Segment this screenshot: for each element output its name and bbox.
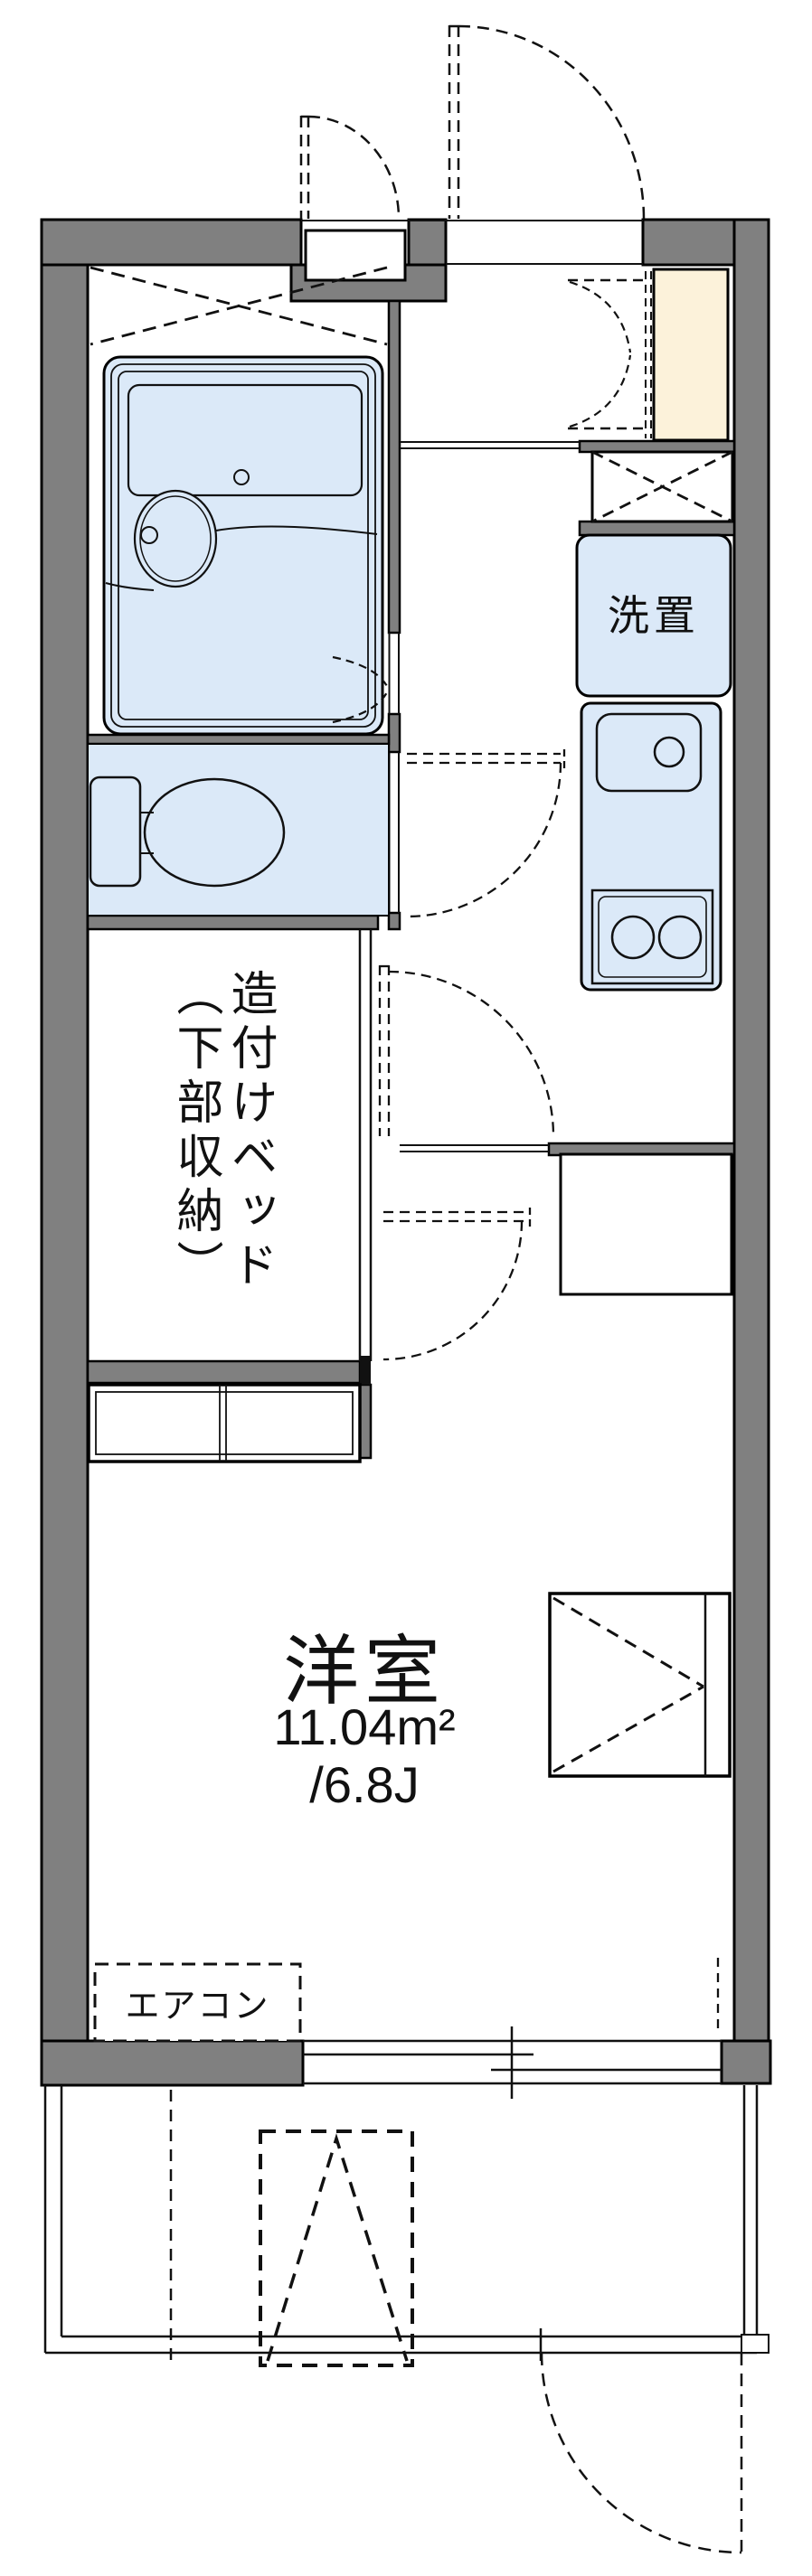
kitchen-column bbox=[568, 268, 734, 992]
washer-space-label: 洗置 bbox=[608, 592, 700, 639]
stove-burner-left-icon bbox=[610, 915, 656, 960]
room-name-label: 洋室 bbox=[282, 1629, 446, 1714]
bath-floor-line bbox=[105, 582, 155, 591]
bath-counter-line bbox=[215, 525, 378, 535]
stove-burner-right-icon bbox=[657, 915, 703, 960]
balcony-gate-swing bbox=[540, 2352, 743, 2554]
kitchen-sink bbox=[595, 712, 703, 793]
bath-folding-door-icon bbox=[332, 655, 389, 724]
washbasin bbox=[133, 489, 218, 588]
washing-machine-space bbox=[575, 533, 732, 698]
toilet-tank bbox=[89, 776, 142, 888]
built-in-bed-label-line1: 造付けベッド bbox=[223, 969, 276, 1294]
sliding-window bbox=[303, 2026, 722, 2099]
meter-box-cross-icon bbox=[591, 450, 733, 523]
room-tatami-label: /6.8J bbox=[309, 1756, 420, 1813]
wall-toilet-bed-divider bbox=[86, 914, 380, 931]
entrance-door-swing bbox=[448, 24, 646, 220]
counter-shelf bbox=[87, 1383, 362, 1463]
evacuation-hatch-triangle-icon bbox=[266, 2133, 409, 2362]
evacuation-hatch bbox=[259, 2129, 414, 2367]
unit-bath bbox=[102, 355, 384, 736]
built-in-bed-label-line2: （下部収納） bbox=[169, 969, 222, 1294]
stove bbox=[590, 888, 714, 985]
wall-kitchen-band-bottom bbox=[578, 520, 736, 537]
corridor-door-swing bbox=[378, 964, 555, 1137]
wall-bath-toilet-divider bbox=[86, 733, 391, 746]
room-door-swing bbox=[382, 1208, 532, 1361]
wall-bed-corner-post bbox=[360, 1356, 371, 1385]
closet-door-mark-icon bbox=[552, 1596, 704, 1773]
wall-toilet-east-post bbox=[387, 911, 401, 931]
entry-inner-door-swing bbox=[299, 115, 401, 220]
refrigerator-space bbox=[559, 1152, 733, 1296]
wall-bed-bottom bbox=[86, 1359, 362, 1385]
bathtub-drain-icon bbox=[233, 469, 250, 485]
bathtub bbox=[127, 383, 364, 497]
wall-bathroom-east-lower bbox=[387, 712, 401, 754]
wall-shelf-post bbox=[358, 1383, 373, 1460]
shoe-cabinet bbox=[652, 268, 730, 442]
aircon-label: エアコン bbox=[125, 1988, 270, 2026]
toilet-bowl bbox=[143, 777, 286, 888]
washbasin-inner bbox=[139, 495, 212, 582]
wall-bathroom-east-upper bbox=[387, 299, 401, 635]
wall-right bbox=[732, 218, 770, 2085]
wall-kitchen-band-top bbox=[578, 439, 736, 454]
bathroom bbox=[90, 266, 389, 736]
balcony bbox=[43, 2085, 770, 2361]
aircon-box bbox=[93, 1962, 302, 2043]
washbasin-drain-icon bbox=[140, 526, 158, 544]
washroom-door-swing bbox=[406, 749, 566, 918]
built-in-bed-label: 造付けベッド （下部収納） bbox=[168, 969, 277, 1358]
wall-bottom-left bbox=[40, 2039, 305, 2087]
unit-bath-rim-1 bbox=[110, 363, 376, 728]
shoe-cabinet-doors-icon bbox=[568, 271, 652, 438]
wall-bottom-right bbox=[720, 2039, 772, 2085]
bathroom-cross-mark bbox=[90, 266, 388, 346]
stove-inner bbox=[598, 896, 707, 978]
closet bbox=[548, 1592, 732, 1778]
balcony-corner-post bbox=[741, 2334, 770, 2354]
wall-top-left bbox=[40, 218, 303, 267]
wall-left bbox=[40, 218, 90, 2087]
wall-step-right bbox=[407, 218, 448, 267]
kitchen-faucet-icon bbox=[653, 736, 685, 768]
toilet-room bbox=[87, 743, 390, 917]
entry-step bbox=[304, 229, 407, 282]
room-area-label: 11.04m² bbox=[273, 1698, 456, 1755]
unit-bath-rim-2 bbox=[118, 371, 369, 720]
